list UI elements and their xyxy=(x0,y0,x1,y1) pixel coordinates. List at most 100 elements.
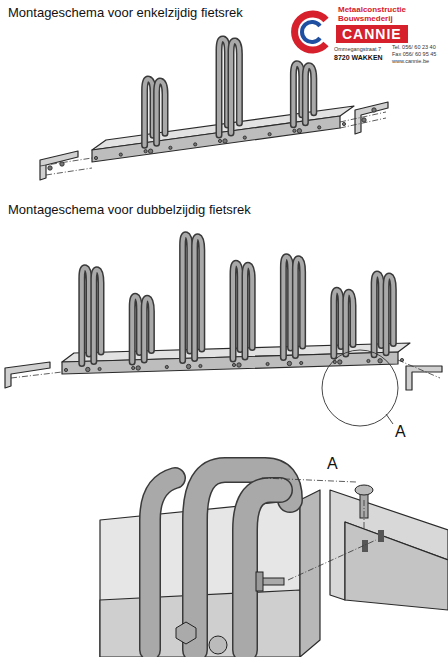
end-piece xyxy=(406,366,442,390)
tube-outline xyxy=(145,79,153,145)
alignment-line xyxy=(364,500,365,528)
tube-body xyxy=(374,274,381,355)
company-tagline: Metaalconstructie xyxy=(338,6,406,15)
tube-body xyxy=(386,276,393,353)
tube-body xyxy=(346,292,353,354)
bolt xyxy=(165,365,168,368)
tube-body xyxy=(293,64,301,125)
bolt xyxy=(243,136,246,139)
bolt xyxy=(372,108,376,112)
fax-number: Fax 056/ 60 95 45 xyxy=(392,51,436,57)
bolt xyxy=(232,363,235,366)
bolt xyxy=(338,360,342,364)
tube-outline xyxy=(245,265,252,357)
tube-body xyxy=(334,290,341,356)
end-piece xyxy=(5,362,50,388)
section-heading: Montageschema voor dubbelzijdig fietsrek xyxy=(8,203,251,217)
bolt xyxy=(268,133,271,136)
bolt-head xyxy=(209,636,227,654)
alignment-line xyxy=(288,540,376,580)
section-heading: Montageschema voor enkelzijdig fietsrek xyxy=(8,6,243,20)
bolt xyxy=(378,359,382,363)
tube-outline xyxy=(334,290,341,356)
tube-body xyxy=(245,490,280,650)
tube-outline xyxy=(293,64,301,125)
alignment-line xyxy=(11,372,62,378)
website: www.cannie.be xyxy=(392,58,429,64)
tube-outline xyxy=(233,263,240,359)
company-name: CANNIE xyxy=(342,26,402,42)
tube-outline xyxy=(132,296,139,362)
double-rack xyxy=(5,235,442,426)
tube-body xyxy=(157,81,165,143)
address: Ommegangstraat 7 xyxy=(334,46,381,52)
phone-number: Tel. 056/ 60 23 40 xyxy=(392,44,436,50)
bolt xyxy=(186,364,190,368)
bolt xyxy=(223,139,227,143)
bolt xyxy=(300,361,303,364)
bolt xyxy=(132,366,135,369)
bolt xyxy=(119,153,122,156)
bolt xyxy=(293,129,296,132)
tube-outline xyxy=(346,292,353,354)
bolt xyxy=(199,364,202,367)
tube-body xyxy=(94,270,101,362)
logo-band: CANNIE xyxy=(336,25,408,43)
bolt xyxy=(318,126,321,129)
tube-body xyxy=(183,235,190,361)
bolt xyxy=(60,162,64,166)
bolt xyxy=(48,166,52,170)
bolt xyxy=(64,368,67,371)
tube-outline xyxy=(245,490,280,650)
slot xyxy=(378,530,384,542)
tube-body xyxy=(245,265,252,357)
tube-outline xyxy=(94,270,101,362)
tube-body xyxy=(144,298,151,360)
bolt xyxy=(342,122,345,125)
company-tagline: Bouwsmederij xyxy=(338,15,393,24)
bolt xyxy=(136,366,140,370)
logo-c xyxy=(295,14,326,50)
bolt xyxy=(297,129,301,133)
bolt xyxy=(287,361,291,365)
bolt-head xyxy=(256,572,263,591)
tube-body xyxy=(195,237,202,359)
detail-callout: A xyxy=(327,455,338,473)
tube-outline xyxy=(231,41,239,133)
tube-body xyxy=(150,478,175,650)
bolt-shank xyxy=(262,578,284,585)
logo-c-inner xyxy=(302,22,320,42)
bolt-head xyxy=(355,485,373,495)
tube-outline xyxy=(283,257,290,358)
bolt xyxy=(266,362,269,365)
tube-body xyxy=(231,41,239,133)
tube-body xyxy=(233,263,240,359)
alignment-line xyxy=(46,168,92,175)
tube-body xyxy=(82,268,89,364)
alignment-line xyxy=(40,158,92,166)
nut xyxy=(176,622,196,644)
tube-outline xyxy=(157,81,165,143)
tube-body xyxy=(305,66,313,123)
detail-circle xyxy=(322,350,398,426)
alignment-line xyxy=(262,478,356,482)
tube-outline xyxy=(374,274,381,355)
tube-body xyxy=(132,296,139,362)
alignment-line xyxy=(340,112,386,122)
bolt xyxy=(98,367,101,370)
tube-body xyxy=(283,257,290,358)
bolt xyxy=(367,359,370,362)
tube-body xyxy=(145,79,153,145)
detail-view xyxy=(100,470,448,657)
bolt xyxy=(144,150,147,153)
bolt xyxy=(218,139,221,142)
tube-outline xyxy=(219,39,227,135)
bolt xyxy=(237,363,241,367)
tube-outline xyxy=(183,235,190,361)
leader-line xyxy=(386,414,393,424)
tube-body xyxy=(295,259,302,356)
bolt xyxy=(362,118,366,122)
bolt xyxy=(94,156,97,159)
tube-outline xyxy=(150,478,175,650)
